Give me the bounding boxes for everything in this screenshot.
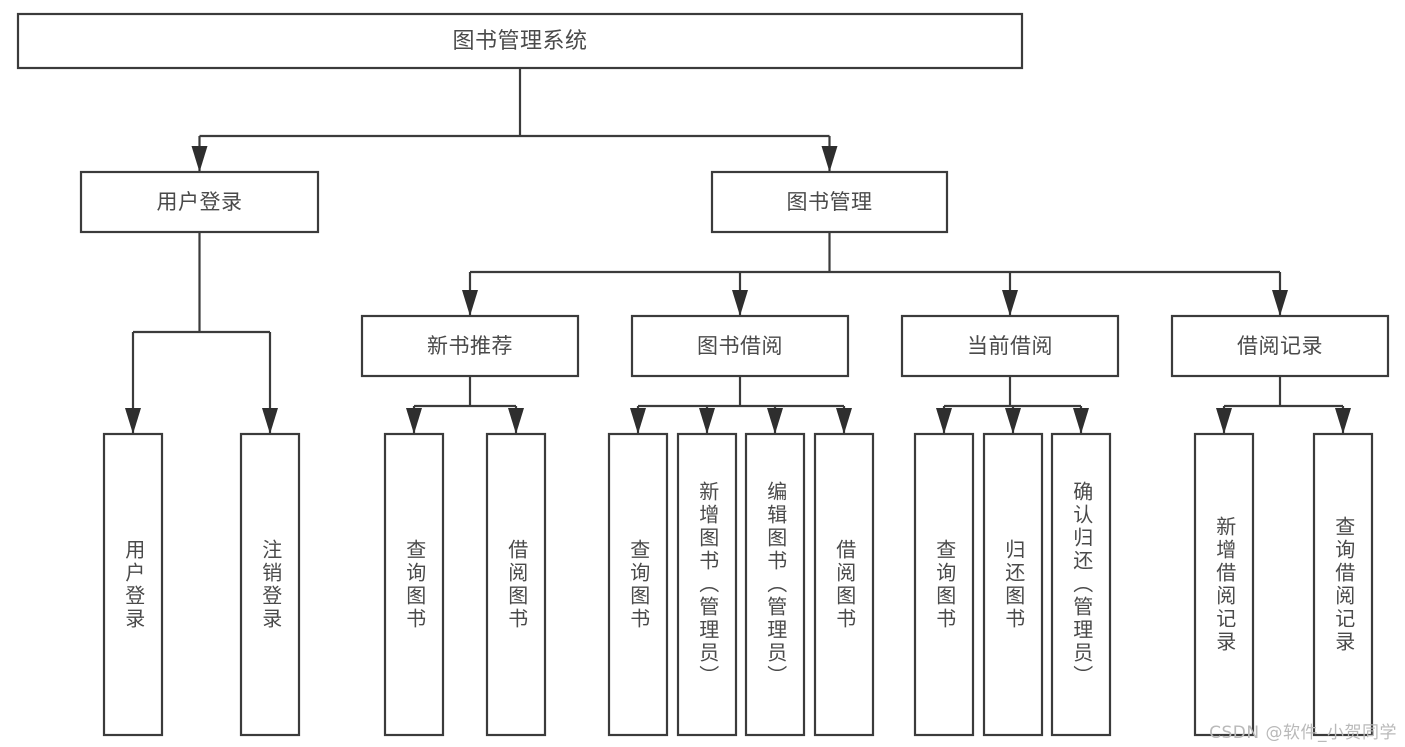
- node-label-root: 图书管理系统: [452, 29, 587, 54]
- node-label-borrow-record: 借阅记录: [1237, 334, 1323, 358]
- arrow-into-leaf-bb-edit-book: [767, 408, 783, 434]
- node-box-leaf-user-logout[interactable]: [239, 432, 301, 737]
- node-box-leaf-bb-add-book[interactable]: [676, 432, 738, 737]
- arrow-into-leaf-br-add-record: [1216, 408, 1232, 434]
- arrow-into-leaf-bb-borrow-book: [836, 408, 852, 434]
- arrow-into-leaf-cb-return-book: [1005, 408, 1021, 434]
- arrow-into-book-manage: [821, 146, 838, 172]
- arrow-into-borrow-record: [1272, 290, 1288, 316]
- node-label-user-login: 用户登录: [157, 190, 243, 214]
- node-box-leaf-cb-confirm-return[interactable]: [1050, 432, 1112, 737]
- node-label-new-book-rec: 新书推荐: [427, 334, 513, 358]
- node-box-new-book-rec[interactable]: [360, 314, 580, 378]
- node-box-borrow-record[interactable]: [1170, 314, 1390, 378]
- node-box-leaf-user-login[interactable]: [102, 432, 164, 737]
- watermark-credit: CSDN @软件_小贺同学: [1209, 723, 1397, 743]
- connector-layer: [125, 68, 1351, 434]
- node-box-leaf-bb-borrow-book[interactable]: [813, 432, 875, 737]
- arrow-into-book-borrow: [732, 290, 748, 316]
- node-box-leaf-rec-borrow-book[interactable]: [485, 432, 547, 737]
- arrow-into-user-login: [191, 146, 208, 172]
- arrow-into-leaf-bb-query-book: [630, 408, 646, 434]
- arrow-into-leaf-br-query-record: [1335, 408, 1351, 434]
- node-box-leaf-bb-edit-book[interactable]: [744, 432, 806, 737]
- node-box-leaf-cb-return-book[interactable]: [982, 432, 1044, 737]
- arrow-into-current-borrow: [1002, 290, 1018, 316]
- node-box-leaf-rec-query-book[interactable]: [383, 432, 445, 737]
- node-box-leaf-br-add-record[interactable]: [1193, 432, 1255, 737]
- arrow-into-leaf-bb-add-book: [699, 408, 715, 434]
- arrow-into-leaf-rec-borrow-book: [508, 408, 524, 434]
- node-label-book-borrow: 图书借阅: [697, 334, 783, 358]
- node-box-layer: [16, 12, 1390, 737]
- node-box-leaf-br-query-record[interactable]: [1312, 432, 1374, 737]
- node-box-book-manage[interactable]: [710, 170, 949, 234]
- node-label-current-borrow: 当前借阅: [967, 334, 1053, 358]
- node-box-book-borrow[interactable]: [630, 314, 850, 378]
- arrow-into-leaf-rec-query-book: [406, 408, 422, 434]
- node-box-current-borrow[interactable]: [900, 314, 1120, 378]
- node-box-leaf-bb-query-book[interactable]: [607, 432, 669, 737]
- arrow-into-new-book-rec: [462, 290, 478, 316]
- arrow-into-leaf-user-login: [125, 408, 141, 434]
- node-label-book-manage: 图书管理: [787, 190, 873, 214]
- arrow-into-leaf-cb-query-book: [936, 408, 952, 434]
- arrow-into-leaf-cb-confirm-return: [1073, 408, 1089, 434]
- node-box-root[interactable]: [16, 12, 1024, 70]
- node-box-user-login[interactable]: [79, 170, 320, 234]
- node-box-leaf-cb-query-book[interactable]: [913, 432, 975, 737]
- arrow-into-leaf-user-logout: [262, 408, 278, 434]
